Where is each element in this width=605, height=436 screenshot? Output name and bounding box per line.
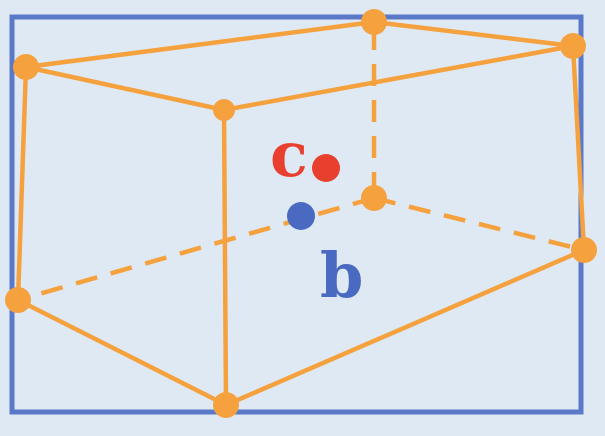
edge-top-back — [23, 19, 377, 70]
vertex-top-left — [13, 54, 39, 80]
vertex-bottom-right — [571, 237, 597, 263]
hidden-edge-left — [17, 195, 375, 303]
label-c: c — [270, 118, 308, 191]
vertex-bottom-front — [213, 392, 239, 418]
edge-right-vertical — [570, 43, 587, 253]
point-c — [312, 154, 340, 182]
edge-bottom-left — [15, 297, 229, 408]
edge-top-right — [371, 19, 576, 49]
vertex-top-front — [213, 99, 235, 121]
vertex-bottom-left — [5, 287, 31, 313]
edge-top-front — [23, 64, 227, 113]
vertex-top-back — [361, 9, 387, 35]
label-b: b — [320, 239, 363, 312]
edge-bottom-right — [223, 247, 587, 408]
vertex-top-right — [560, 33, 586, 59]
vertex-hidden — [361, 185, 387, 211]
edge-left-vertical — [15, 64, 29, 303]
hidden-edge-right — [373, 195, 585, 253]
edge-top-front-right — [221, 43, 576, 113]
point-b — [287, 202, 315, 230]
edge-front-vertical — [221, 107, 229, 408]
